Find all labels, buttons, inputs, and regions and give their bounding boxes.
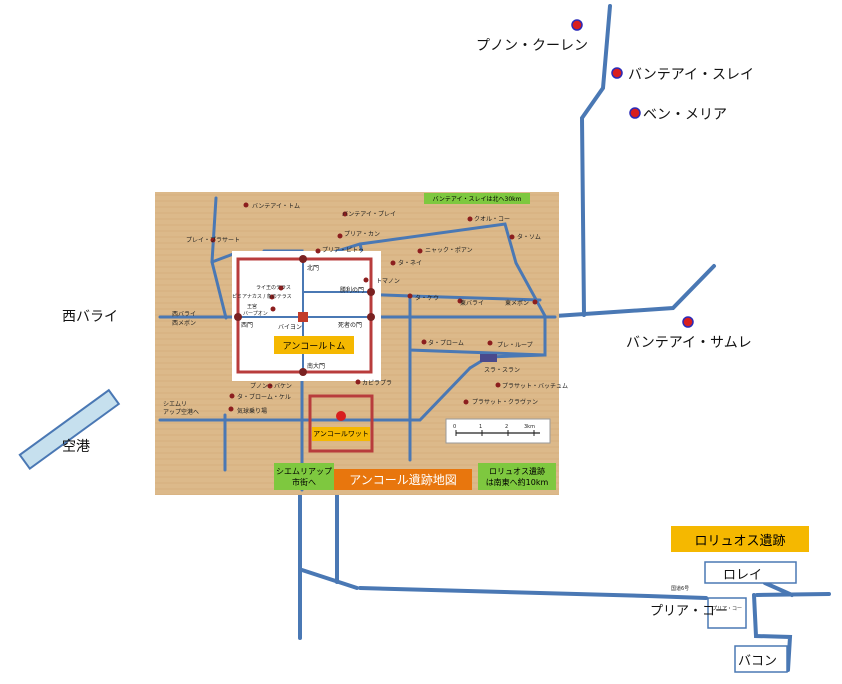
temple-dots xyxy=(210,202,538,412)
label-beng-mealea: ベン・メリア xyxy=(643,107,727,123)
gate-markers xyxy=(234,255,375,376)
place-phnom-bakheng: プノン・バケン xyxy=(250,383,292,390)
label-banteay-samre: バンテアイ・サムレ xyxy=(626,335,752,351)
place-banteay-thom: バンテアイ・トム xyxy=(252,203,301,210)
label-preah-ko-small: プリア・コー xyxy=(712,606,743,612)
inset-title: アンコール遺跡地図 xyxy=(334,469,472,490)
place-leper-king: ライ王のテラス xyxy=(256,285,291,291)
label-west-baray: 西バライ xyxy=(62,309,118,325)
bakong-box xyxy=(734,645,788,673)
scale-1: 1 xyxy=(479,424,483,430)
place-prasat-kravan: プラサット・クラヴァン xyxy=(472,399,539,406)
angkor-thom-label-text: アンコールトム xyxy=(282,341,346,352)
place-pre-rup: プレ・ループ xyxy=(497,342,533,349)
place-royal-palace: 王宮 xyxy=(247,304,258,310)
preah-ko-box xyxy=(707,597,747,629)
scale-bar xyxy=(445,418,551,444)
angkor-wat-dot xyxy=(336,411,346,421)
place-ta-prohm-kel: タ・ブローム・ケル xyxy=(237,394,291,401)
place-balloon: 気球乗り場 xyxy=(237,408,268,415)
lolei-box xyxy=(704,561,797,584)
roluos-title-text: ロリュオス遺跡 xyxy=(694,533,786,549)
label-phnom-kulen: プノン・クーレン xyxy=(476,38,588,54)
label-route6: 国道6号 xyxy=(671,586,690,592)
place-prei-prasat: プレイ・プラサート xyxy=(186,237,241,244)
roluos-title: ロリュオス遺跡 xyxy=(671,526,809,552)
place-south-gate: 南大門 xyxy=(307,363,326,370)
label-banteay-srei: バンテアイ・スレイ xyxy=(628,67,754,83)
angkor-wat-wall xyxy=(308,394,374,453)
scale-3km: 3km xyxy=(524,424,535,430)
label-preah-ko: プリア・コー xyxy=(650,604,729,619)
angkor-wat-label-text: アンコールワット xyxy=(313,430,369,438)
place-kapilapura: カピラプラ xyxy=(362,380,393,387)
place-banteay-prei: バンテアイ・プレイ xyxy=(342,211,397,218)
place-siem-reap-airport: シエムリ アップ空港へ xyxy=(163,401,200,416)
angkor-wat-label: アンコールワット xyxy=(312,427,370,441)
airport-runway xyxy=(18,388,121,471)
angkor-thom-label: アンコールトム xyxy=(274,336,354,354)
place-west-mebon: 西メボン xyxy=(172,320,197,327)
place-bayon: バイヨン xyxy=(278,324,303,331)
scale-2: 2 xyxy=(505,424,509,430)
place-prasat-bat-chum: プラサット・バッチュム xyxy=(502,383,569,390)
note-banteay-srei-text: バンテアイ・スレイは北へ30km xyxy=(432,196,522,203)
place-ta-prohm: タ・プローム xyxy=(428,340,464,347)
note-siem-reap-text: シエムリアップ 市街へ xyxy=(276,466,332,487)
place-ta-keo: タ・ケウ xyxy=(415,295,440,302)
note-banteay-srei: バンテアイ・スレイは北へ30km xyxy=(424,193,530,204)
place-krol-ko: クオル・コー xyxy=(474,216,511,223)
label-airport: 空港 xyxy=(62,439,90,455)
place-neak-pean: ニャック・ポアン xyxy=(425,247,473,254)
place-preah-khan: プリア・カン xyxy=(344,231,381,238)
note-siem-reap: シエムリアップ 市街へ xyxy=(274,463,334,490)
place-srah-srang: スラ・スラン xyxy=(484,367,521,374)
place-east-baray: 東バライ xyxy=(460,300,485,307)
bayon-marker xyxy=(298,312,308,322)
outer-roads xyxy=(298,4,831,672)
place-dead-gate: 死者の門 xyxy=(338,322,363,329)
place-victory-gate: 勝利の門 xyxy=(340,287,365,294)
place-north-gate: 北門 xyxy=(307,265,320,272)
place-preah-pithu: プリア・ピトゥ xyxy=(322,247,365,254)
place-west-gate: 西門 xyxy=(241,322,254,329)
scale-0: 0 xyxy=(453,424,457,430)
srah-srang-marker xyxy=(480,354,497,362)
label-bakong: バコン xyxy=(738,654,778,669)
place-west-baray-small: 西バライ xyxy=(172,311,197,318)
place-baphuon: バープオン xyxy=(243,311,268,317)
place-ta-som: タ・ソム xyxy=(517,234,541,241)
place-east-mebon: 東メボン xyxy=(505,300,530,307)
note-roluos-text: ロリュオス遺跡 は南東へ約10km xyxy=(485,466,549,487)
outer-temple-dots xyxy=(571,19,694,328)
label-lolei: ロレイ xyxy=(723,568,763,583)
note-roluos: ロリュオス遺跡 は南東へ約10km xyxy=(478,463,556,490)
inset-title-text: アンコール遺跡地図 xyxy=(349,473,457,487)
place-ta-nei: タ・ネイ xyxy=(398,260,423,267)
place-elephant-terrace: ピミアナカス / 象のテラス xyxy=(232,294,292,300)
place-thommanon: トマノン xyxy=(376,278,400,285)
